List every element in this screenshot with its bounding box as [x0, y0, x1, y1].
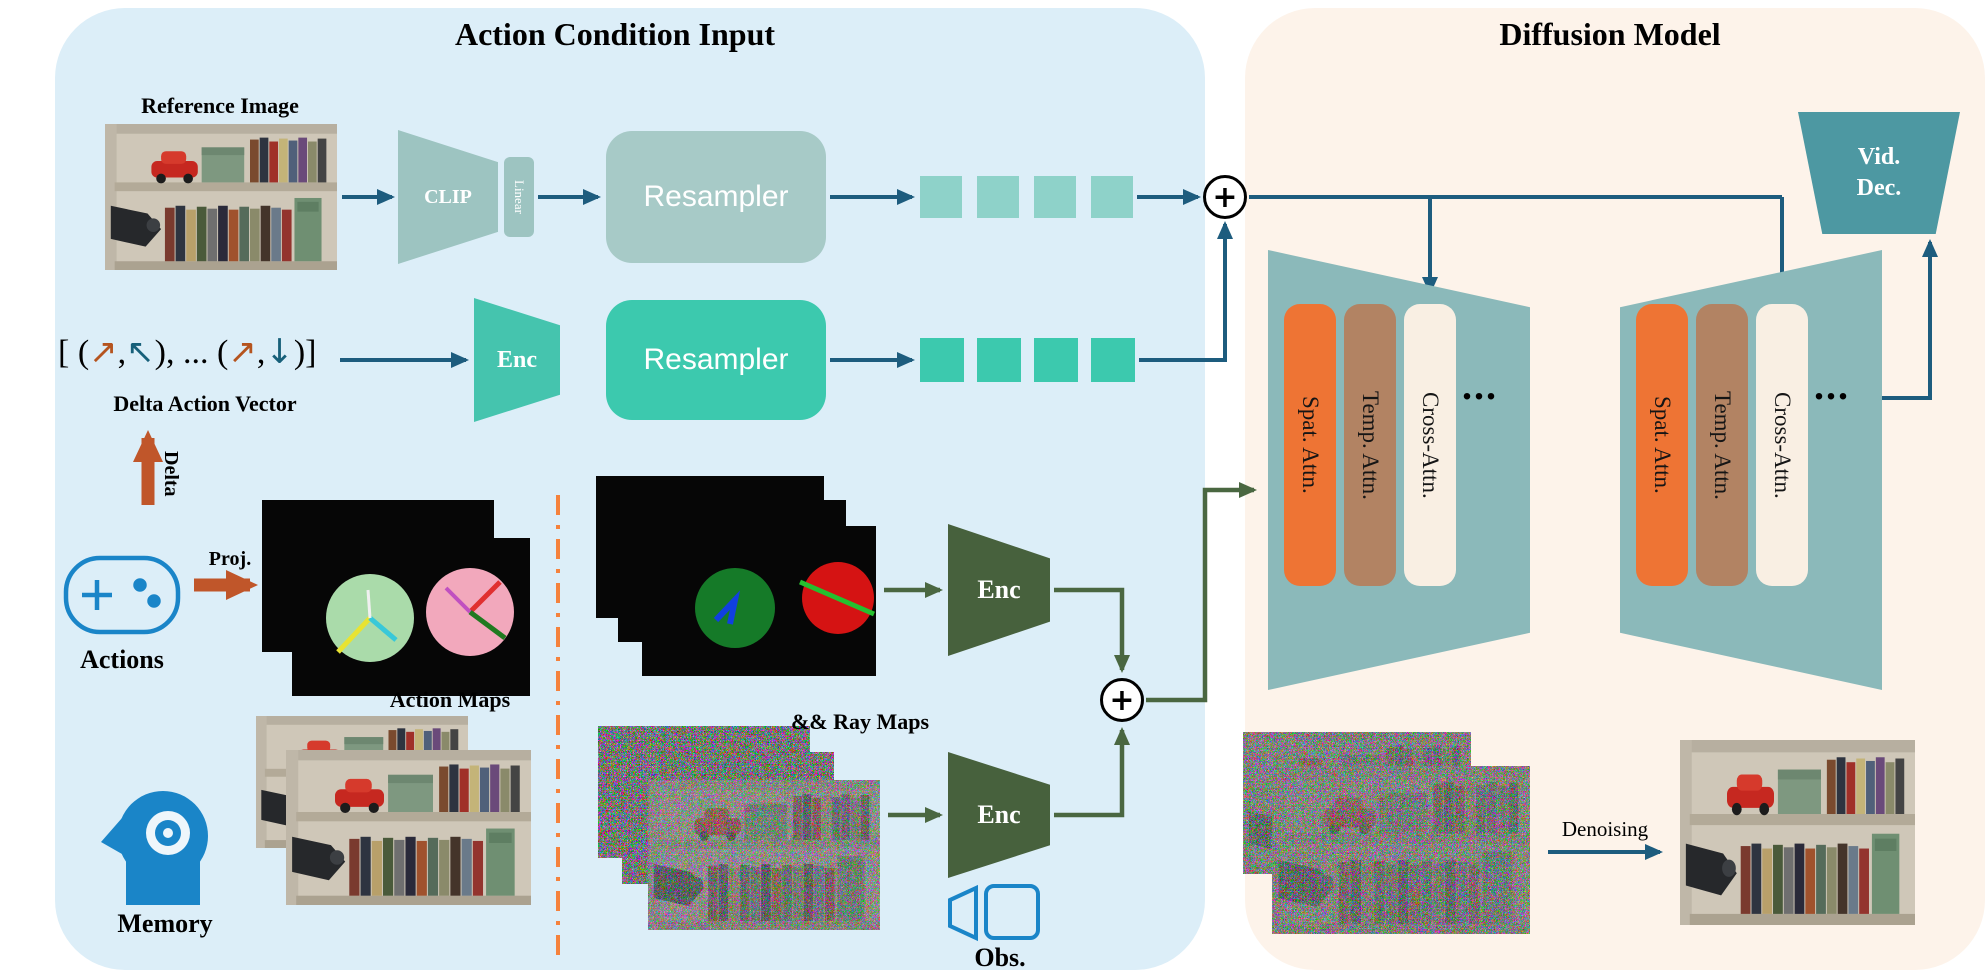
linear-label: Linear — [512, 180, 527, 214]
action-panel-title: Action Condition Input — [454, 16, 776, 52]
denoising-label: Denoising — [1561, 817, 1649, 841]
observation-noise-stack — [598, 726, 880, 930]
cross-attn-block: Cross-Attn. — [1404, 304, 1456, 586]
image-token — [977, 176, 1019, 218]
arrow-action-tokens-to-plus — [1139, 221, 1233, 362]
image-token — [1091, 176, 1133, 218]
cross-attn-label: Cross-Attn. — [1418, 391, 1443, 499]
action-maps-label: Action Maps — [389, 687, 511, 712]
linear-block: Linear — [504, 157, 534, 237]
add-latent-node: + — [1100, 678, 1144, 722]
reference-image-label: Reference Image — [141, 93, 299, 118]
action-arrow-icon: ↗ — [228, 332, 257, 372]
temp-attn-block: Temp. Attn. — [1696, 304, 1748, 586]
memory-icon — [101, 791, 208, 905]
obs-label: Obs. — [974, 943, 1026, 972]
dv-text: )] — [293, 334, 317, 371]
action-resampler-block: Resampler — [606, 300, 826, 420]
spat-attn-block: Spat. Attn. — [1284, 304, 1336, 586]
camera-icon — [948, 884, 1040, 942]
ray-maps-label: && Ray Maps — [790, 709, 930, 734]
add-condition-node: + — [1203, 175, 1247, 219]
action-arrow-icon: ↗ — [89, 332, 118, 372]
arrow-enc-ray-to-plus — [1054, 587, 1130, 673]
actions-label: Actions — [80, 645, 164, 674]
image-token — [1034, 176, 1076, 218]
denoised-frame — [1680, 740, 1915, 925]
temp-attn-label: Temp. Attn. — [1358, 390, 1383, 500]
action-token — [1034, 338, 1078, 382]
image-resampler-block: Resampler — [606, 131, 826, 263]
spat-attn-label: Spat. Attn. — [1298, 396, 1323, 494]
delta-label: Delta — [160, 451, 182, 497]
action-maps-frames — [262, 500, 530, 696]
action-token — [1091, 338, 1135, 382]
unet2-ellipsis: ... — [1814, 363, 1850, 408]
video-decoder-block: Vid. Dec. — [1798, 112, 1960, 234]
action-arrow-icon: ↓ — [265, 332, 294, 372]
noisy-latent-frames — [1243, 732, 1530, 934]
spat-attn-label: Spat. Attn. — [1650, 396, 1675, 494]
vid-dec-label-line2: Dec. — [1856, 175, 1902, 201]
action-arrow-icon: ↖ — [126, 332, 155, 372]
dv-text: , — [117, 334, 127, 371]
green-arrows — [884, 482, 1257, 823]
arrow-enc-obs-to-plus — [1054, 727, 1130, 818]
temp-attn-block: Temp. Attn. — [1344, 304, 1396, 586]
memory-label: Memory — [117, 909, 213, 938]
dv-text: , — [256, 334, 266, 371]
dv-text: [ ( — [58, 334, 90, 371]
orange-arrows — [133, 430, 258, 600]
memory-photo-stack — [256, 716, 531, 905]
action-token — [920, 338, 964, 382]
temp-attn-label: Temp. Attn. — [1710, 390, 1735, 500]
delta-action-vector-label: Delta Action Vector — [113, 391, 297, 416]
delta-action-vector-expression: [ (↗,↖), ... (↗,↓)] — [58, 332, 358, 384]
cross-attn-label: Cross-Attn. — [1770, 391, 1795, 499]
spat-attn-block: Spat. Attn. — [1636, 304, 1688, 586]
diffusion-panel-title: Diffusion Model — [1499, 16, 1721, 52]
action-token — [977, 338, 1021, 382]
proj-label: Proj. — [208, 548, 252, 570]
dv-text: ), ... ( — [154, 334, 229, 371]
vid-dec-label-line1: Vid. — [1857, 143, 1901, 170]
reference-image-photo — [105, 124, 337, 270]
image-token — [920, 176, 962, 218]
ray-maps-frames — [596, 476, 876, 676]
clip-label: CLIP — [424, 185, 472, 208]
arrow-plus-to-unet — [1146, 482, 1257, 703]
unet1-ellipsis: ... — [1462, 363, 1498, 408]
cross-attn-block: Cross-Attn. — [1756, 304, 1808, 586]
gamepad-icon — [63, 555, 181, 635]
